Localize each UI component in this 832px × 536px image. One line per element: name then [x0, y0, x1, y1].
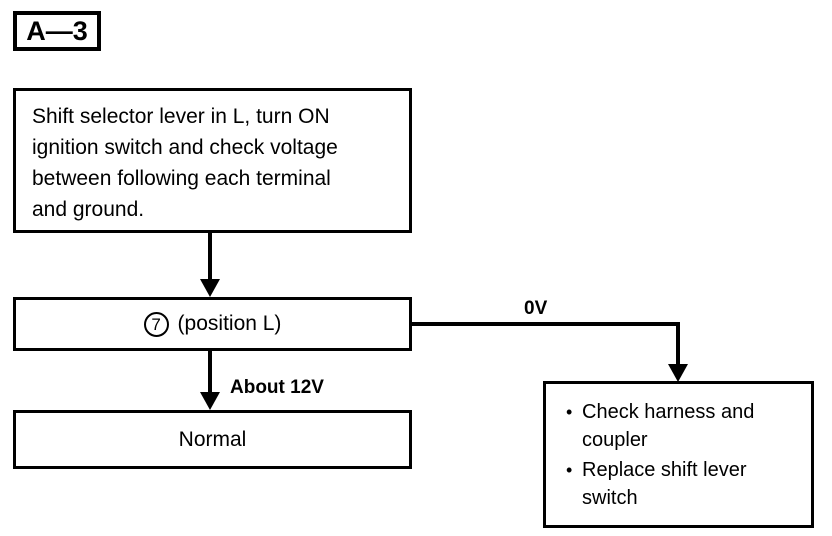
bullet-icon: • [566, 460, 573, 480]
connector-measure-to-action-vertical [676, 322, 680, 366]
outcome-normal-label: Normal [178, 427, 247, 451]
connector-measure-to-normal [208, 351, 212, 395]
action-list-item: • Replace shift lever switch [566, 456, 801, 512]
connector-measure-to-action-horizontal [412, 322, 680, 326]
action-list-item: • Check harness and coupler [566, 398, 801, 454]
outcome-action-box: • Check harness and coupler • Replace sh… [543, 381, 814, 528]
connector-instruction-to-measure [208, 233, 212, 281]
outcome-normal-box: Normal [13, 410, 412, 469]
step-code-tag: A—3 [13, 11, 101, 51]
bullet-icon: • [566, 402, 573, 422]
arrowhead-down-to-action [668, 364, 688, 382]
edge-label-fault: 0V [524, 298, 548, 319]
terminal-number-badge: 7 [143, 311, 169, 337]
instruction-line: and ground. [32, 198, 145, 221]
measurement-condition-label: (position L) [177, 312, 282, 335]
measurement-box: 7 (position L) [13, 297, 412, 351]
action-item-label: Replace shift lever switch [582, 459, 747, 509]
instruction-line: ignition switch and check voltage [32, 136, 338, 159]
arrowhead-down-to-normal [200, 392, 220, 410]
step-code-label: A—3 [26, 15, 88, 46]
instruction-line: Shift selector lever in L, turn ON [32, 105, 330, 128]
action-item-label: Check harness and coupler [582, 401, 755, 451]
edge-label-normal: About 12V [230, 377, 324, 398]
instruction-box: Shift selector lever in L, turn ON ignit… [13, 88, 412, 233]
arrowhead-down-to-measure [200, 279, 220, 297]
instruction-line: between following each terminal [32, 167, 331, 190]
